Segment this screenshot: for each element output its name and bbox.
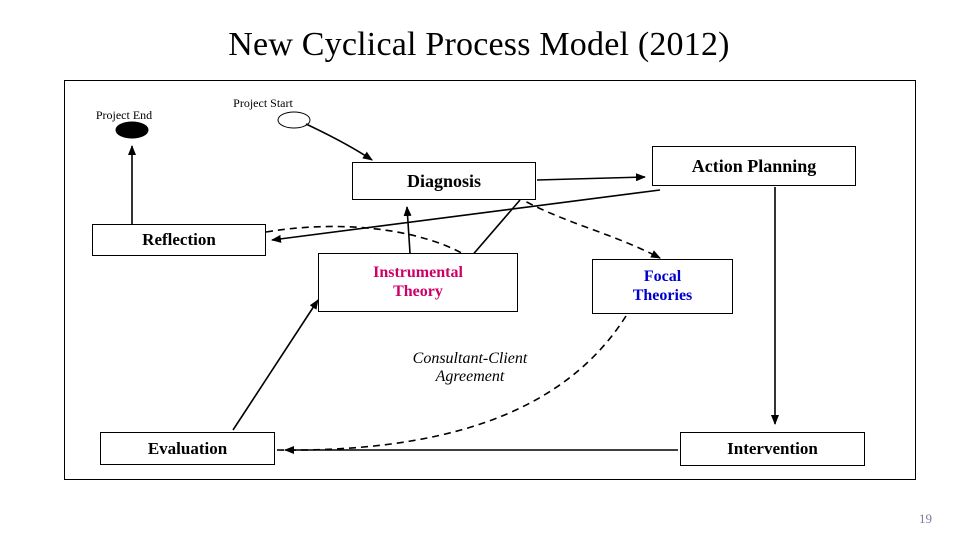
connector-start-to-diagnosis [305, 123, 373, 161]
connector-reflection-curve-dashed [265, 225, 471, 259]
connector-evaluation-to-focal-dashed [276, 315, 627, 451]
page-number: 19 [919, 511, 932, 526]
diagram-frame [64, 80, 916, 480]
connector-instrumental-to-diagnosis [403, 206, 412, 254]
node-diagnosis-label: Diagnosis [406, 170, 482, 191]
node-diagnosis[interactable]: Diagnosis [352, 162, 536, 200]
label-project-start: Project Start [233, 96, 293, 110]
project-end-oval [115, 121, 149, 139]
node-evaluation-label: Evaluation [147, 438, 228, 458]
node-reflection[interactable]: Reflection [92, 224, 266, 256]
connector-diagnosis-to-focal-dashed [515, 195, 661, 259]
node-intervention-label: Intervention [727, 439, 818, 459]
node-intervention[interactable]: Intervention [680, 432, 865, 466]
project-start-oval [277, 111, 311, 129]
connector-diagnosis-cross-line [469, 199, 521, 259]
node-action-planning[interactable]: Action Planning [652, 146, 856, 186]
connector-action-planning-to-reflection [271, 189, 661, 243]
node-reflection-label: Reflection [142, 230, 216, 250]
connector-diagnosis-to-action-planning [536, 173, 646, 182]
connector-evaluation-to-instrumental [232, 299, 319, 431]
node-evaluation[interactable]: Evaluation [100, 432, 275, 465]
node-action-planning-label: Action Planning [691, 155, 817, 176]
page-title: New Cyclical Process Model (2012) [228, 26, 730, 63]
label-project-end: Project End [95, 108, 153, 122]
